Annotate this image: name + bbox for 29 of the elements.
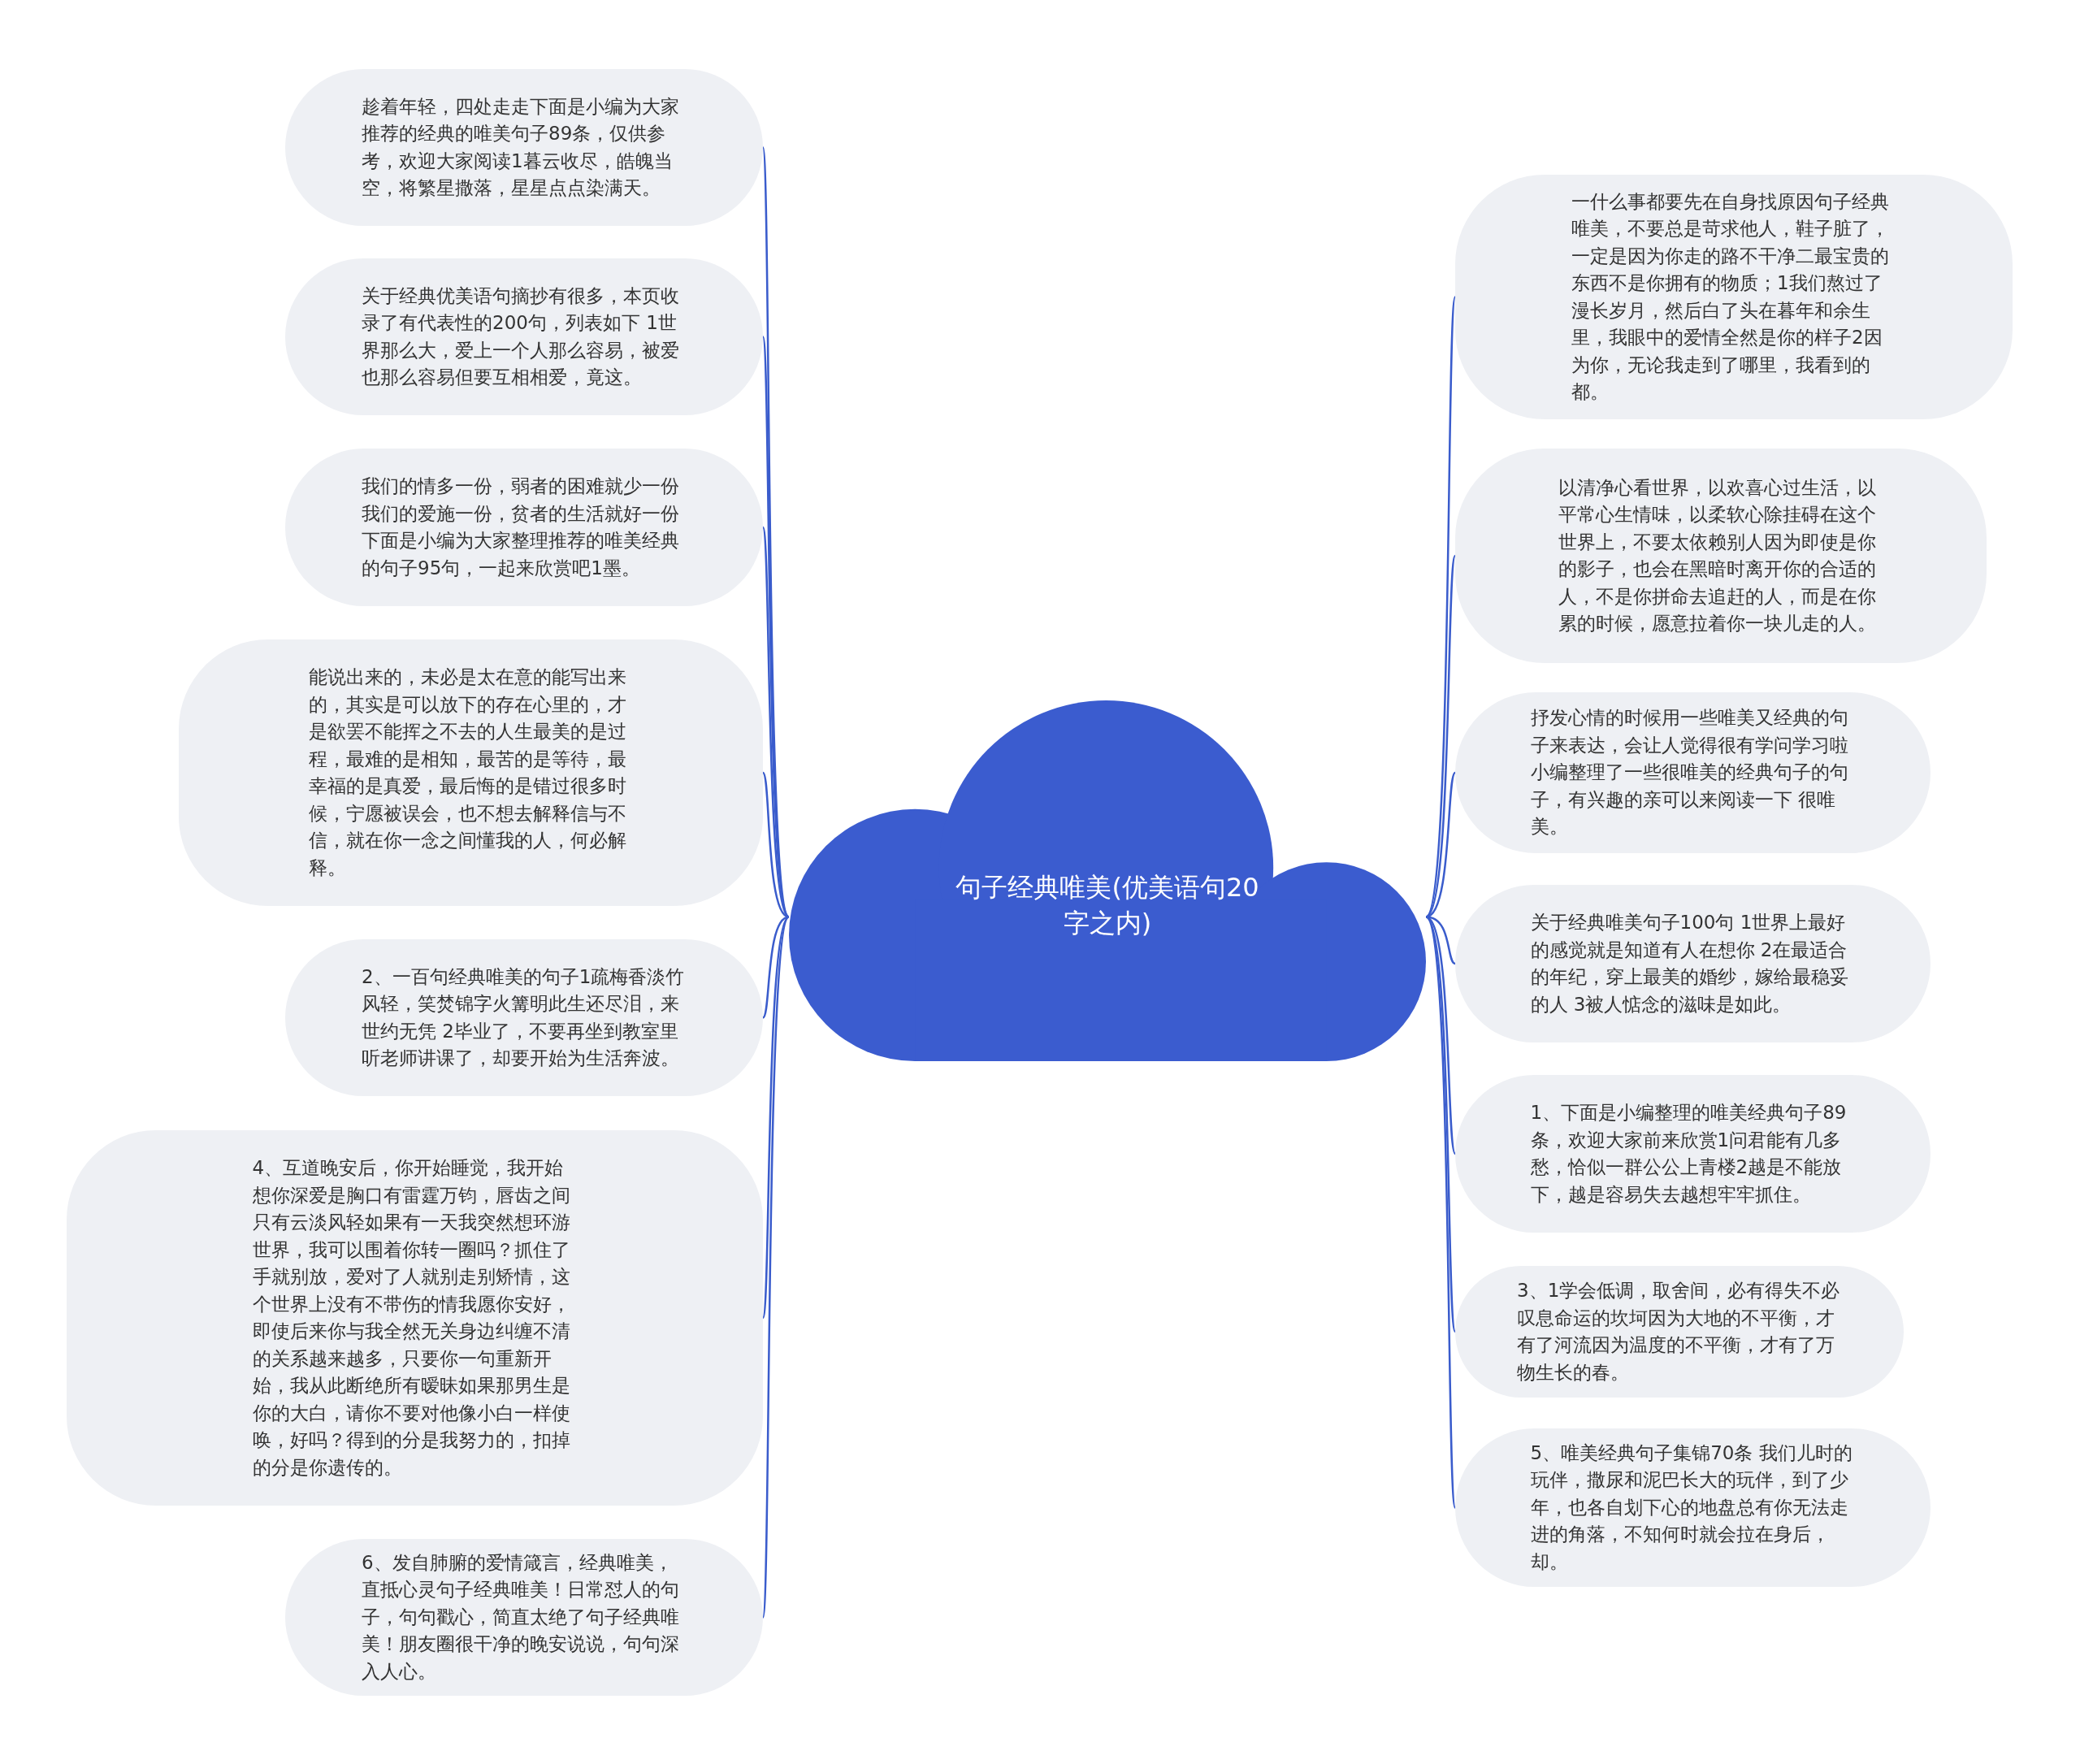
quote-bubble	[67, 1130, 763, 1506]
connector-line	[1425, 555, 1457, 918]
quote-text: 关于经典优美语句摘抄有很多，本页收录了有代表性的200句，列表如下 1世界那么大，爱上一个人那么容易，被爱也那么容易但要互相相爱，竟这。	[362, 284, 680, 389]
quote-text: 6、发自肺腑的爱情箴言，经典唯美，直抵心灵句子经典唯美！日常怼人的句子，句句戳心，简直太绝了句子经典唯美！朋友圈很干净的晚安说说，句句深入人心。	[362, 1550, 680, 1684]
quote-text: 趁着年轻，四处走走下面是小编为大家推荐的经典的唯美句子89条，仅供参考，欢迎大家阅读1暮云收尽，皓魄当空，将繁星撒落，星星点点染满天。	[362, 94, 680, 200]
quote-bubble	[1455, 1428, 1930, 1587]
topic-title: 句子经典唯美(优美语句20字之内)	[955, 871, 1260, 940]
quote-text: 一什么事都要先在自身找原因句子经典唯美，不要总是苛求他人，鞋子脏了，一定是因为你走的路不干净二最宝贵的东西不是你拥有的物质；1我们熬过了漫长岁月，然后白了头在暮年和余生里，我眼中的爱情全然是你的样子2因为你，无论我走到了哪里，我看到的都。	[1571, 189, 1890, 404]
quote-bubble	[285, 258, 763, 415]
connector-line	[1424, 916, 1457, 1508]
quote-bubble	[179, 639, 763, 906]
quote-bubble	[285, 1539, 763, 1696]
quote-text: 关于经典唯美句子100句 1世界上最好的感觉就是知道有人在想你 2在最适合的年纪，穿上最美的婚纱，嫁给最稳妥的人 3被人惦念的滋味是如此。	[1530, 911, 1849, 1016]
quote-bubble	[285, 449, 763, 606]
quote-text: 4、互道晚安后，你开始睡觉，我开始想你深爱是胸口有雷霆万钧，唇齿之间只有云淡风轻如果有一天我突然想环游世界，我可以围着你转一圈吗？抓住了手就别放，爱对了人就别走别矫情，这个世界上没有不带伤的情我愿你安好，即使后来你与我全然无关身边纠缠不清的关系越来越多，只要你一句重新开始，我从此断绝所有暧昧如果那男生是你的大白，请你不要对他像小白一样使唤，好吗？得到的分是我努力的，扣掉的分是你遗传的。	[252, 1156, 571, 1480]
quote-text: 5、唯美经典句子集锦70条 我们儿时的玩伴，撒尿和泥巴长大的玩伴，到了少年，也各自划下心的地盘总有你无法走进的角落，不知何时就会拉在身后，却。	[1530, 1441, 1853, 1574]
quote-text: 1、下面是小编整理的唯美经典句子89条，欢迎大家前来欣赏1问君能有几多愁，恰似一群公公上青楼2越是不能放下，越是容易失去越想牢牢抓住。	[1530, 1101, 1848, 1207]
quote-text: 2、一百句经典唯美的句子1疏梅香淡竹风轻，笑焚锦字火篝明此生还尽泪，来世约无凭 2毕业了，不要再坐到教室里听老师讲课了，却要开始为生活奔波。	[362, 964, 686, 1070]
connector-line	[761, 336, 791, 917]
quote-text: 抒发心情的时候用一些唯美又经典的句子来表达，会让人觉得很有学问学习啦小编整理了一些很唯美的经典句子的句子，有兴趣的亲可以来阅读一下 很唯美。	[1530, 706, 1849, 839]
quote-text: 能说出来的，未必是太在意的能写出来的，其实是可以放下的存在心里的，才是欲罢不能挥之不去的人生最美的是过程，最难的是相知，最苦的是等待，最幸福的是真爱，最后悔的是错过很多时候，宁愿被误会，也不想去解释信与不信，就在你一念之间懂我的人，何必解释。	[308, 665, 627, 880]
quote-bubble	[285, 69, 763, 226]
quote-text: 3、1学会低调，取舍间，必有得失不必叹息命运的坎坷因为大地的不平衡，才有了河流因为温度的不平衡，才有了万物生长的春。	[1517, 1279, 1841, 1385]
connector-line	[761, 916, 791, 1618]
quote-bubble	[1455, 1266, 1904, 1398]
quote-text: 以清净心看世界，以欢喜心过生活，以平常心生情味，以柔软心除挂碍在这个世界上，不要太依赖别人因为即使是你的影子，也会在黑暗时离开你的合适的人，不是你拼命去追赶的人，而是在你累的时候，愿意拉着你一块儿走的人。	[1558, 475, 1877, 635]
quote-bubble	[1455, 175, 2013, 419]
quote-text: 我们的情多一份，弱者的困难就少一份我们的爱施一份，贫者的生活就好一份下面是小编为大家整理推荐的唯美经典的句子95句，一起来欣赏吧1墨。	[362, 475, 680, 580]
connector-line	[1424, 297, 1457, 917]
